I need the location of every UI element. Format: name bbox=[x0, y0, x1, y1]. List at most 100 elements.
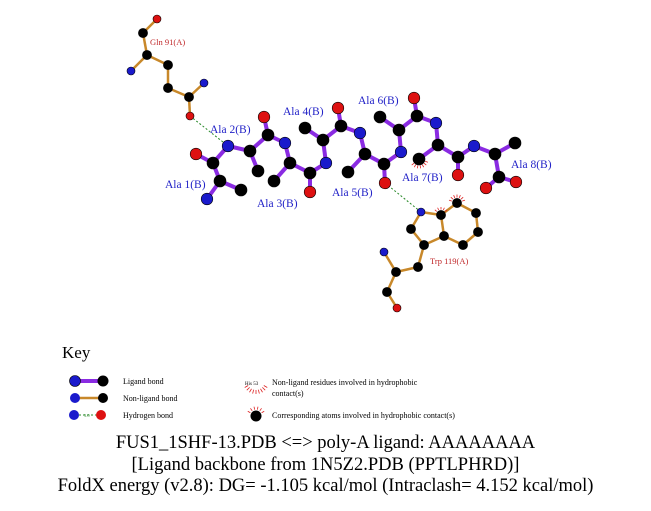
nitrogen-atom bbox=[278, 136, 292, 150]
nitrogen-atom bbox=[429, 116, 443, 130]
ligand-label-ala3: Ala 3(B) bbox=[257, 198, 298, 210]
carbon-atom bbox=[452, 198, 462, 208]
residue-label-gln91: Gln 91(A) bbox=[150, 37, 185, 47]
oxygen-atom bbox=[378, 176, 392, 190]
carbon-atom bbox=[412, 152, 426, 166]
carbon-atom bbox=[142, 50, 152, 60]
carbon-atom bbox=[316, 133, 330, 147]
hydrogen-bond bbox=[384, 182, 422, 213]
oxygen-atom bbox=[152, 14, 162, 24]
ligand-label-ala8: Ala 8(B) bbox=[511, 159, 552, 171]
carbon-atom bbox=[206, 156, 220, 170]
ligand-label-ala1: Ala 1(B) bbox=[165, 179, 206, 191]
ligand-label-ala7: Ala 7(B) bbox=[402, 172, 443, 184]
ligand-label-ala4: Ala 4(B) bbox=[283, 106, 324, 118]
nitrogen-atom bbox=[319, 156, 333, 170]
carbon-atom bbox=[382, 287, 392, 297]
key-hydrophobic-residues-label-1: Non-ligand residues involved in hydropho… bbox=[272, 378, 418, 387]
caption-line-2: [Ligand backbone from 1N5Z2.PDB (PPTLPHR… bbox=[131, 455, 520, 475]
nitrogen-atom bbox=[394, 145, 408, 159]
carbon-atom bbox=[341, 165, 355, 179]
nitrogen-atom bbox=[199, 78, 209, 88]
carbon-atom bbox=[334, 119, 348, 133]
carbon-atom bbox=[234, 183, 248, 197]
carbon-atom bbox=[392, 123, 406, 137]
nitrogen-atom bbox=[379, 247, 389, 257]
carbon-atom bbox=[508, 136, 522, 150]
residue-label-trp119: Trp 119(A) bbox=[430, 256, 469, 266]
ligand-label-ala6: Ala 6(B) bbox=[358, 95, 399, 107]
oxygen-atom bbox=[257, 110, 271, 124]
carbon-atom bbox=[250, 410, 262, 422]
carbon-atom bbox=[373, 110, 387, 124]
key-ligand-bond-sample bbox=[69, 375, 109, 387]
hydrophobic-contact-icon bbox=[448, 194, 466, 202]
carbon-atom bbox=[406, 224, 416, 234]
hydrogen-bond bbox=[189, 115, 229, 147]
carbon-atom bbox=[163, 83, 173, 93]
oxygen-atom bbox=[392, 303, 402, 313]
carbon-atom bbox=[391, 267, 401, 277]
carbon-atom bbox=[298, 121, 312, 135]
carbon-atom bbox=[261, 128, 275, 142]
caption-line-3: FoldX energy (v2.8): DG= -1.105 kcal/mol… bbox=[57, 476, 594, 496]
oxygen-atom bbox=[303, 185, 317, 199]
carbon-atom bbox=[163, 60, 173, 70]
carbon-atom bbox=[303, 166, 317, 180]
ligand-label-ala5: Ala 5(B) bbox=[332, 187, 373, 199]
carbon-atom bbox=[458, 240, 468, 250]
oxygen-atom bbox=[185, 111, 195, 121]
nitrogen-atom bbox=[416, 207, 426, 217]
key-nonligand-bond-sample bbox=[70, 393, 108, 403]
atoms-layer bbox=[126, 14, 523, 313]
key-hydrophobic-residues-label-2: contact(s) bbox=[272, 389, 304, 398]
nitrogen-atom bbox=[200, 192, 214, 206]
carbon-atom bbox=[377, 157, 391, 171]
nitrogen-atom bbox=[221, 139, 235, 153]
carbon-atom bbox=[488, 147, 502, 161]
oxygen-atom bbox=[451, 168, 465, 182]
carbon-atom bbox=[473, 227, 483, 237]
carbon-atom bbox=[251, 164, 265, 178]
nitrogen-atom bbox=[467, 139, 481, 153]
oxygen-atom bbox=[331, 101, 345, 115]
key-nonligand-bond-label: Non-ligand bond bbox=[123, 394, 177, 403]
carbon-atom bbox=[267, 174, 281, 188]
nitrogen-atom bbox=[353, 126, 367, 140]
key-hydrophobic-residue-icon bbox=[244, 385, 268, 394]
carbon-atom bbox=[419, 240, 429, 250]
oxygen-atom bbox=[479, 181, 493, 195]
key-hydrogen-bond-label: Hydrogen bond bbox=[123, 411, 173, 420]
carbon-atom bbox=[138, 28, 148, 38]
oxygen-atom bbox=[407, 91, 421, 105]
hydrophobic-contact-icon bbox=[411, 160, 429, 169]
carbon-atom bbox=[413, 262, 423, 272]
carbon-atom bbox=[283, 156, 297, 170]
key-title: Key bbox=[62, 343, 91, 362]
key-hbond-length: 3.0 bbox=[84, 413, 90, 418]
key-hydrogen-bond-sample: 3.0 bbox=[69, 410, 106, 420]
carbon-atom bbox=[184, 92, 194, 102]
key-hydrophobic-atoms-label: Corresponding atoms involved in hydropho… bbox=[272, 411, 455, 420]
carbon-atom bbox=[492, 170, 506, 184]
ligand-label-ala2: Ala 2(B) bbox=[210, 124, 251, 136]
key-hydrophobic-atom-icon bbox=[247, 406, 265, 422]
carbon-atom bbox=[436, 210, 446, 220]
oxygen-atom bbox=[509, 175, 523, 189]
key-ligand-bond-label: Ligand bond bbox=[123, 377, 164, 386]
key-legend: Key Ligand bond Non-ligand bond 3.0 Hydr… bbox=[62, 343, 455, 422]
carbon-atom bbox=[451, 150, 465, 164]
carbon-atom bbox=[431, 138, 445, 152]
carbon-atom bbox=[471, 208, 481, 218]
nitrogen-atom bbox=[126, 66, 136, 76]
carbon-atom bbox=[410, 109, 424, 123]
hydrophobic-contacts-layer bbox=[411, 160, 466, 212]
carbon-atom bbox=[243, 144, 257, 158]
carbon-atom bbox=[358, 147, 372, 161]
carbon-atom bbox=[213, 174, 227, 188]
key-example-residue: His 53 bbox=[245, 382, 259, 387]
caption-line-1: FUS1_1SHF-13.PDB <=> poly-A ligand: AAAA… bbox=[115, 433, 536, 453]
hydrophobic-contact-icon bbox=[247, 406, 265, 414]
hydrophobic-arc-icon bbox=[244, 385, 268, 394]
